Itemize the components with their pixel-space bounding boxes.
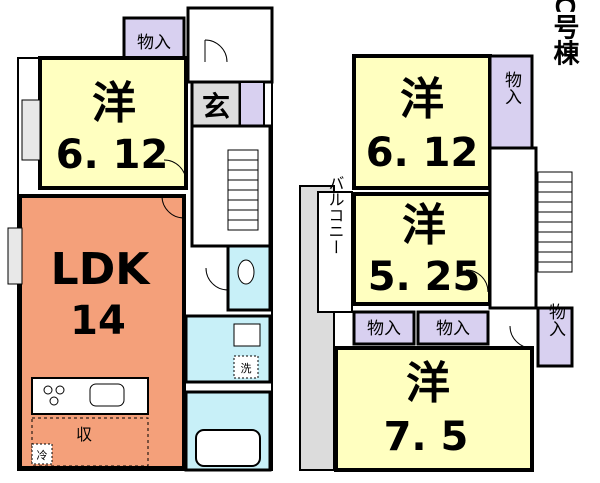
washbasin-icon: [233, 323, 261, 347]
ldk-size: 14: [70, 298, 126, 344]
shoe-closet: [239, 81, 265, 127]
storage-room-2f-right-bottom: [536, 306, 574, 368]
storage-label-2f-right-bottom: 物入: [545, 303, 566, 337]
first-floor: 物入 洋 6. 12 玄 LDK 14: [7, 6, 274, 472]
stove-icon: [43, 385, 65, 406]
western-room-2f-a-size: 6. 12: [366, 130, 479, 176]
balcony-text: バルコニー: [326, 175, 345, 255]
kitchen-storage-label: 収: [76, 425, 92, 444]
door-swing-ldk: [161, 195, 185, 219]
hallway-2f: [488, 146, 538, 310]
western-room-2f-a-kanji: 洋: [400, 74, 444, 125]
washer-space: [233, 355, 259, 379]
stairs-2f: [537, 171, 573, 273]
western-room-2f-b-kanji: 洋: [402, 200, 446, 251]
building-title: C号棟: [549, 0, 579, 66]
storage-label-2f-left: 物入: [367, 319, 401, 339]
storage-room-2f-right-top: [488, 54, 534, 150]
stair-hall-top: [186, 6, 274, 84]
storage-room-2f-mid: [416, 310, 490, 346]
storage-label-2f-right-top: 物入: [501, 71, 522, 105]
bathtub-icon: [195, 429, 261, 467]
second-floor: バルコニー 洋 6. 12 物入 洋 5. 25 物入: [299, 54, 574, 472]
western-room-2f-b-size: 5. 25: [368, 254, 481, 300]
storage-label-2f-mid: 物入: [436, 319, 470, 339]
toilet-room: [226, 244, 272, 312]
door-swing-western-1f: [163, 159, 187, 183]
storage-room-2f-left: [352, 310, 416, 346]
western-room-2f-c-kanji: 洋: [406, 358, 450, 409]
door-swing-top: [204, 39, 228, 63]
window-1f-west: [21, 99, 41, 161]
fridge-space: [31, 443, 53, 465]
ldk-label: LDK: [51, 244, 152, 295]
western-room-2f-b: [352, 192, 492, 306]
entrance-label: 玄: [202, 90, 230, 123]
stairs-1f: [227, 149, 259, 231]
storage-label-1f: 物入: [137, 33, 171, 53]
washer-label: 洗: [241, 362, 252, 375]
sink-icon: [89, 383, 125, 407]
fridge-label: 冷: [37, 449, 48, 462]
western-room-1f-kanji: 洋: [92, 78, 136, 129]
toilet-icon: [237, 259, 255, 285]
balcony-label-box: [317, 191, 353, 313]
western-room-1f-size: 6. 12: [56, 132, 169, 178]
western-room-2f-c: [334, 346, 534, 472]
western-room-2f-c-size: 7. 5: [384, 414, 469, 460]
window-ldk: [7, 227, 23, 285]
